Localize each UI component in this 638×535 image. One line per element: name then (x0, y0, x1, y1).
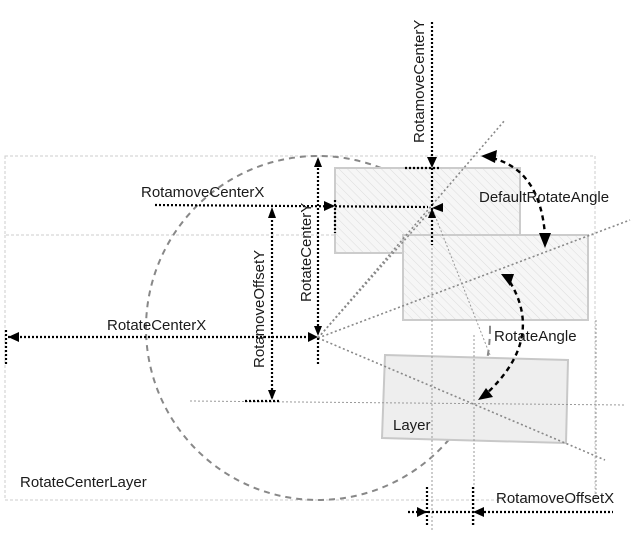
label-default-rotate-angle: DefaultRotateAngle (479, 189, 609, 206)
rotamove-offset-x-arrowhead-left (417, 507, 427, 517)
rotate-center-x-arrowhead-left (8, 332, 19, 342)
layer-box (380, 353, 570, 445)
default-rotate-angle-arrowhead-bottom (539, 233, 551, 248)
rotate-center-y-arrowhead-bottom (314, 326, 322, 336)
label-rotamove-center-x: RotamoveCenterX (141, 184, 264, 201)
rotamove-center-y-up-arrowhead (428, 208, 436, 218)
rotamove-center-x-line (154, 203, 429, 209)
rotate-center-layer-frame-lower (4, 235, 318, 501)
rotation-circle (145, 155, 491, 501)
label-rotamove-offset-y: RotamoveOffsetY (251, 250, 268, 368)
ray-default (317, 119, 506, 339)
rotamove-offset-y-arrowhead-top (268, 207, 276, 218)
rotamove-offset-x-arrowhead-right (473, 507, 484, 517)
label-rotamove-center-y: RotamoveCenterY (411, 20, 428, 143)
default-rotated-box (402, 234, 589, 321)
label-rotate-center-x: RotateCenterX (107, 317, 206, 334)
default-rotate-angle-arc (491, 156, 547, 236)
default-rotate-angle-arrowhead-top (481, 150, 497, 163)
rotamove-center-x-arrowhead-left (324, 201, 335, 211)
rotate-angle-arrowhead-bottom (478, 388, 493, 400)
rotamove-center-x-arrowhead-right (432, 203, 443, 212)
label-layer: Layer (393, 417, 431, 434)
rotate-angle-arc (484, 281, 524, 396)
label-rotamove-offset-x: RotamoveOffsetX (496, 490, 614, 507)
label-rotate-center-layer: RotateCenterLayer (20, 474, 147, 491)
ray-center-diagonal (317, 207, 434, 339)
rotamove-center-y-arrowhead (427, 157, 437, 168)
label-rotate-center-y: RotateCenterY (298, 203, 315, 302)
rotate-center-x-arrowhead-right (308, 332, 318, 342)
ray-rotated-default (317, 219, 631, 339)
label-rotate-angle: RotateAngle (494, 328, 577, 345)
rotamove-offset-y-arrowhead-bottom (268, 390, 276, 400)
rotate-center-y-arrowhead-top (314, 157, 322, 167)
rotate-angle-arrowhead-top (501, 274, 514, 286)
